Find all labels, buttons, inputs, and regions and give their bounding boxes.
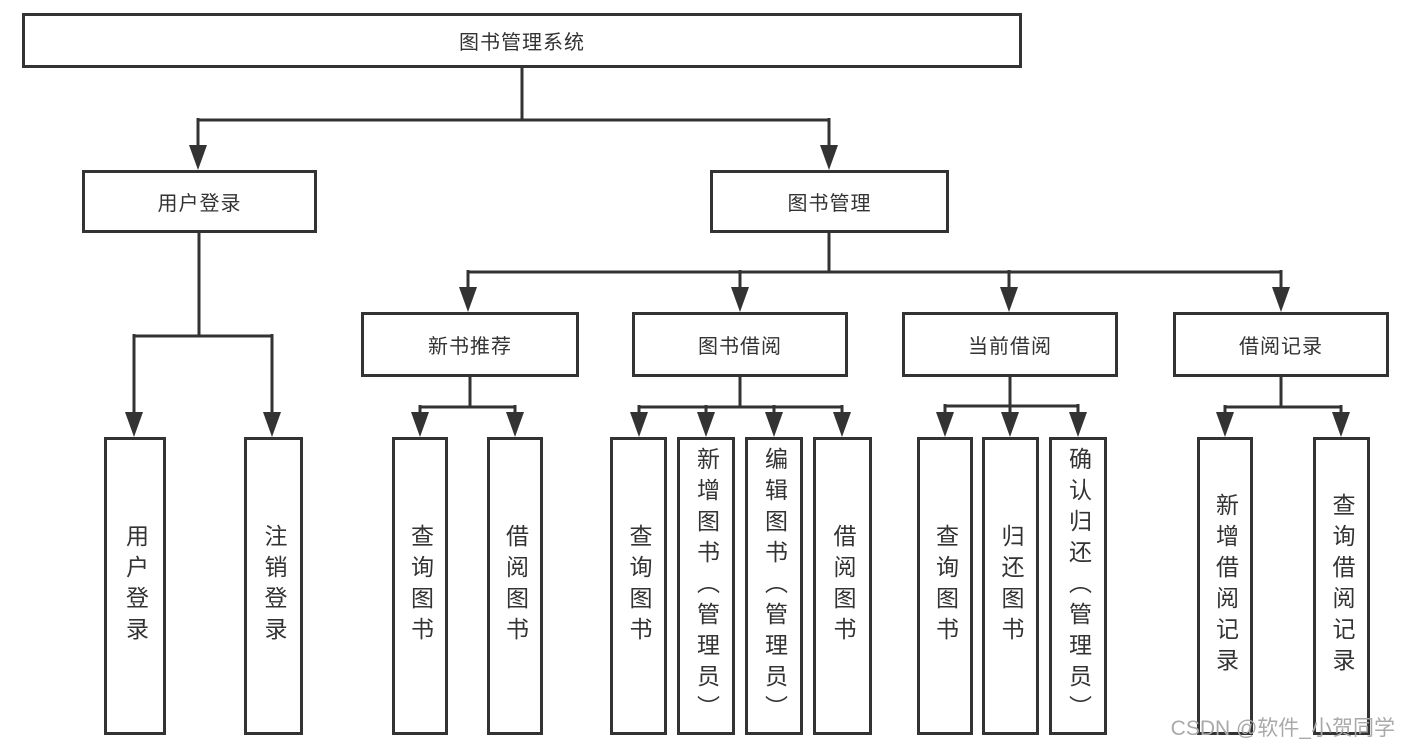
leaf-query-borrow-record: 查询借阅记录 (1313, 437, 1370, 735)
leaf-add-book-admin: 新增图书（管理员） (677, 437, 735, 735)
leaf-logout: 注销登录 (244, 437, 303, 735)
leaf-query-book-3: 查询图书 (917, 437, 973, 735)
leaf-borrow-book-2: 借阅图书 (813, 437, 872, 735)
leaf-query-book-2: 查询图书 (610, 437, 667, 735)
node-book-management: 图书管理 (710, 170, 949, 233)
node-borrow-records: 借阅记录 (1173, 312, 1389, 377)
node-book-borrow: 图书借阅 (632, 312, 848, 377)
arrowheads (125, 145, 1350, 437)
leaf-edit-book-admin: 编辑图书（管理员） (745, 437, 803, 735)
leaf-confirm-return-admin: 确认归还（管理员） (1049, 437, 1107, 735)
leaf-return-book: 归还图书 (982, 437, 1039, 735)
leaf-query-book-1: 查询图书 (392, 437, 448, 735)
node-library-system: 图书管理系统 (22, 13, 1022, 68)
csdn-watermark: CSDN @软件_小贺同学 (1170, 717, 1395, 740)
node-new-book-recommend: 新书推荐 (361, 312, 579, 377)
node-user-login: 用户登录 (82, 170, 317, 233)
node-current-borrow: 当前借阅 (902, 312, 1118, 377)
leaf-user-login: 用户登录 (104, 437, 166, 735)
leaf-borrow-book-1: 借阅图书 (487, 437, 543, 735)
leaf-add-borrow-record: 新增借阅记录 (1197, 437, 1253, 735)
